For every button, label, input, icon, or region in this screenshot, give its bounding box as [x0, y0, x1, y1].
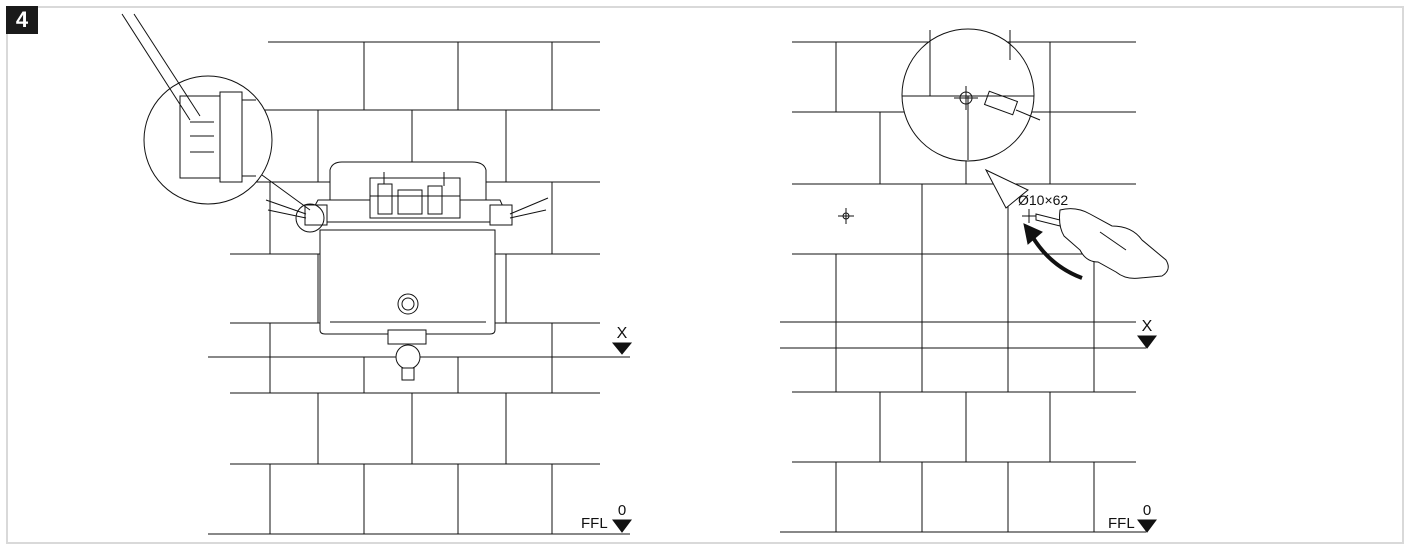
- drill-icon: [1022, 208, 1169, 279]
- left-zero-label: 0: [618, 502, 626, 519]
- left-ffl-label: FFL: [581, 515, 608, 532]
- left-detail-callout: [121, 13, 325, 233]
- step-number-badge: 4: [6, 6, 38, 34]
- right-ffl-label: FFL: [1108, 515, 1135, 532]
- right-zero-label: 0: [1143, 502, 1151, 519]
- right-x-label: X: [1142, 318, 1153, 335]
- right-marker-ffl: [1137, 519, 1157, 533]
- left-tile-wall: [208, 41, 630, 535]
- drill-spec-label: Ø10×62: [1018, 192, 1068, 208]
- right-marker-x: [1137, 335, 1157, 349]
- left-marker-x: [611, 342, 633, 355]
- right-tile-wall: [780, 41, 1146, 533]
- left-x-label: X: [617, 325, 628, 342]
- right-detail-callout: [901, 28, 1041, 209]
- figure-frame: [6, 6, 1404, 544]
- left-drill-mark-icon: [838, 208, 854, 224]
- concealed-cistern: [265, 161, 549, 381]
- left-marker-ffl: [612, 519, 632, 533]
- rotation-arrow-icon: [1023, 223, 1083, 280]
